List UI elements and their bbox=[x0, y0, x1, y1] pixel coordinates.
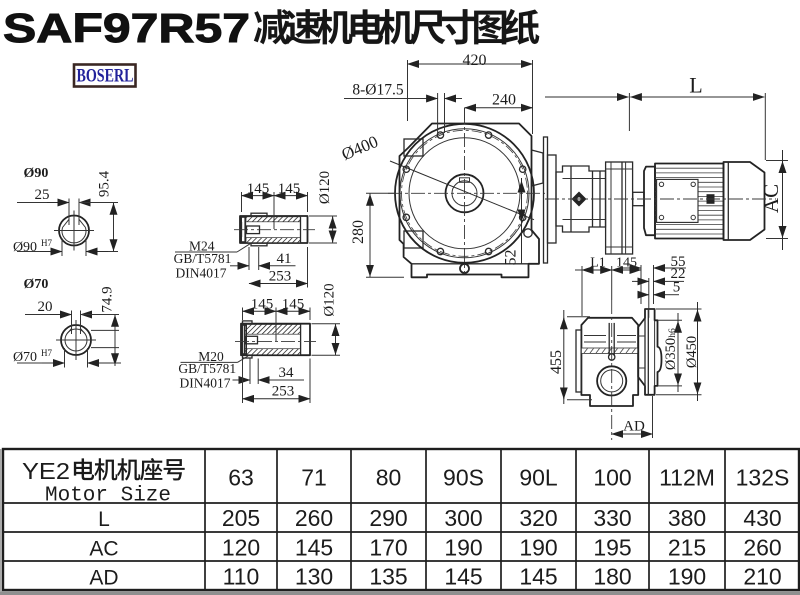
svg-text:55: 55 bbox=[671, 254, 686, 270]
svg-text:YE2: YE2 bbox=[22, 458, 70, 484]
svg-text:190: 190 bbox=[668, 564, 706, 590]
svg-text:145: 145 bbox=[278, 181, 301, 197]
svg-text:DIN4017: DIN4017 bbox=[176, 266, 227, 281]
svg-text:Ø120: Ø120 bbox=[322, 283, 338, 316]
svg-text:8-Ø17.5: 8-Ø17.5 bbox=[352, 82, 403, 99]
svg-text:52: 52 bbox=[503, 250, 520, 266]
svg-text:145: 145 bbox=[444, 564, 482, 590]
svg-text:145: 145 bbox=[295, 535, 333, 561]
svg-text:145: 145 bbox=[247, 181, 270, 197]
svg-text:M24: M24 bbox=[189, 239, 215, 254]
svg-text:AC: AC bbox=[759, 184, 783, 213]
svg-text:AC: AC bbox=[89, 538, 118, 561]
svg-text:300: 300 bbox=[444, 505, 482, 531]
svg-text:170: 170 bbox=[369, 535, 407, 561]
svg-text:215: 215 bbox=[668, 535, 706, 561]
svg-text:195: 195 bbox=[593, 535, 631, 561]
svg-text:Ø90: Ø90 bbox=[13, 240, 37, 255]
svg-text:Motor Size: Motor Size bbox=[45, 485, 171, 508]
svg-text:GB/T5781: GB/T5781 bbox=[178, 361, 236, 376]
svg-text:20: 20 bbox=[38, 299, 53, 315]
svg-text:Ø120: Ø120 bbox=[317, 171, 333, 204]
svg-text:190: 190 bbox=[444, 535, 482, 561]
svg-text:DIN4017: DIN4017 bbox=[180, 376, 231, 391]
svg-text:SAF97R57: SAF97R57 bbox=[3, 5, 250, 51]
svg-text:130: 130 bbox=[295, 564, 333, 590]
svg-text:260: 260 bbox=[743, 535, 781, 561]
svg-text:210: 210 bbox=[743, 564, 781, 590]
svg-text:63: 63 bbox=[228, 465, 254, 491]
svg-text:180: 180 bbox=[593, 564, 631, 590]
svg-text:22: 22 bbox=[671, 266, 686, 282]
svg-text:H7: H7 bbox=[41, 238, 52, 248]
svg-text:AD: AD bbox=[623, 419, 645, 435]
svg-text:Ø450: Ø450 bbox=[684, 336, 700, 368]
svg-text:240: 240 bbox=[492, 92, 516, 109]
svg-text:Ø90: Ø90 bbox=[24, 166, 49, 181]
svg-text:205: 205 bbox=[222, 505, 260, 531]
svg-text:34: 34 bbox=[279, 365, 295, 381]
svg-text:120: 120 bbox=[222, 535, 260, 561]
svg-text:H7: H7 bbox=[41, 348, 52, 358]
svg-text:GB/T5781: GB/T5781 bbox=[174, 251, 232, 266]
svg-text:420: 420 bbox=[463, 52, 487, 69]
svg-text:BOSERL: BOSERL bbox=[77, 66, 134, 87]
svg-text:74.9: 74.9 bbox=[100, 286, 116, 312]
svg-text:455: 455 bbox=[548, 350, 565, 374]
svg-text:320: 320 bbox=[519, 505, 557, 531]
svg-text:132S: 132S bbox=[736, 465, 790, 491]
svg-text:5: 5 bbox=[673, 280, 681, 296]
svg-text:25: 25 bbox=[35, 187, 50, 203]
svg-text:41: 41 bbox=[277, 251, 292, 267]
svg-text:Ø70: Ø70 bbox=[24, 277, 49, 292]
svg-text:AD: AD bbox=[89, 567, 118, 590]
svg-text:90S: 90S bbox=[443, 465, 484, 491]
svg-text:71: 71 bbox=[301, 465, 327, 491]
svg-text:145: 145 bbox=[519, 564, 557, 590]
svg-text:90L: 90L bbox=[519, 465, 558, 491]
svg-text:330: 330 bbox=[593, 505, 631, 531]
svg-text:190: 190 bbox=[519, 535, 557, 561]
svg-text:h6: h6 bbox=[668, 328, 678, 338]
svg-text:253: 253 bbox=[269, 269, 292, 285]
svg-text:280: 280 bbox=[350, 220, 367, 244]
svg-text:80: 80 bbox=[376, 465, 402, 491]
svg-text:100: 100 bbox=[593, 465, 631, 491]
svg-text:Ø70: Ø70 bbox=[13, 350, 37, 365]
svg-text:380: 380 bbox=[668, 505, 706, 531]
svg-text:290: 290 bbox=[369, 505, 407, 531]
svg-text:L: L bbox=[689, 73, 702, 98]
svg-text:253: 253 bbox=[272, 384, 295, 400]
svg-text:145: 145 bbox=[282, 297, 305, 313]
svg-text:M20: M20 bbox=[198, 349, 224, 364]
svg-text:Ø350: Ø350 bbox=[663, 338, 679, 370]
svg-text:430: 430 bbox=[743, 505, 781, 531]
svg-text:L1: L1 bbox=[590, 256, 606, 271]
svg-text:110: 110 bbox=[223, 564, 260, 590]
svg-text:Ø400: Ø400 bbox=[339, 132, 381, 164]
svg-text:L: L bbox=[98, 508, 110, 531]
svg-text:260: 260 bbox=[295, 505, 333, 531]
svg-text:112M: 112M bbox=[659, 465, 715, 491]
svg-text:135: 135 bbox=[369, 564, 407, 590]
svg-text:145: 145 bbox=[251, 297, 274, 313]
svg-text:95.4: 95.4 bbox=[97, 170, 113, 197]
